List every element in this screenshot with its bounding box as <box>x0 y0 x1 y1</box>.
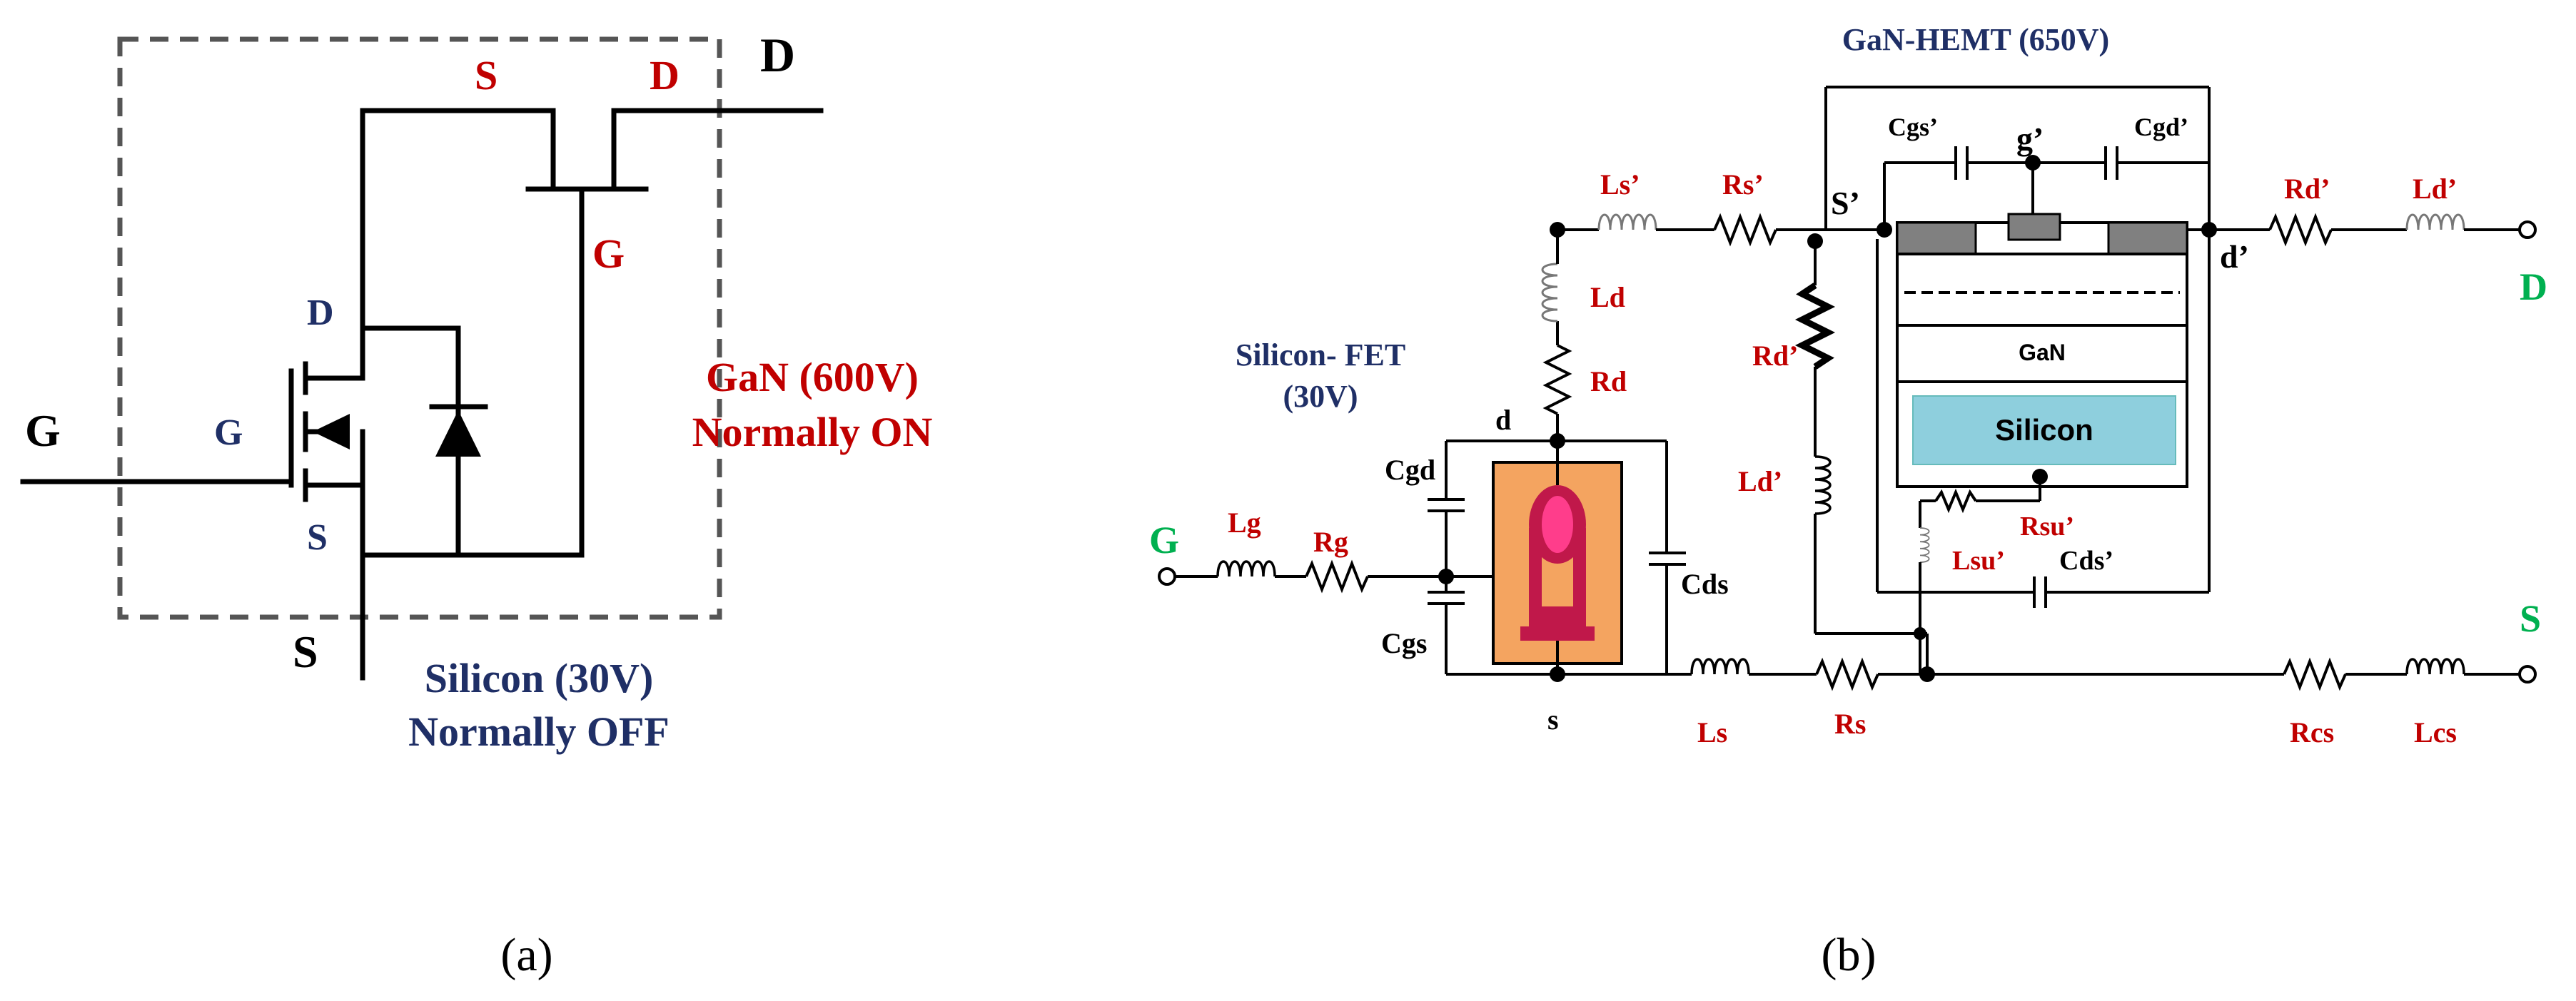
package-boundary <box>117 36 722 620</box>
inductor-lsu-prime <box>1919 527 1930 563</box>
cgd-prime-label: Cgd’ <box>2134 113 2188 141</box>
resistor-rg <box>1305 559 1369 594</box>
terminal-d-label: D <box>760 28 795 82</box>
resistor-rs-prime <box>1713 213 1777 247</box>
rs-prime-label: Rs’ <box>1722 168 1764 200</box>
ld-label: Ld <box>1590 281 1625 313</box>
panel-a-cascode-symbol: G D S S D G D G S GaN (600V) Normally ON… <box>20 28 933 981</box>
gan-gate-label: G <box>592 230 625 277</box>
inductor-lcs <box>2405 658 2465 676</box>
node-s-prime-label: S’ <box>1831 185 1860 221</box>
inductor-ls-prime <box>1597 213 1657 231</box>
ld-prime-vertical-label: Ld’ <box>1738 465 1782 497</box>
terminal-g-pin <box>1158 567 1176 586</box>
rs-label: Rs <box>1834 708 1866 740</box>
gan-source-label: S <box>475 52 497 98</box>
cgs-label: Cgs <box>1381 627 1427 659</box>
lsu-prime-label: Lsu’ <box>1952 546 2005 576</box>
si-drain-label: D <box>307 293 334 333</box>
resistor-rd-prime-vertical <box>1794 283 1836 370</box>
gan-layer-label: GaN <box>2019 340 2066 365</box>
node-s-label: s <box>1547 703 1559 736</box>
ld-prime-label: Ld’ <box>2413 173 2457 205</box>
caption-a: (a) <box>500 929 552 981</box>
si-source-label: S <box>307 517 328 558</box>
inductor-ld-prime <box>2405 213 2465 231</box>
resistor-rs <box>1815 657 1879 691</box>
lg-label: Lg <box>1228 507 1261 539</box>
fet-channel-core <box>1542 496 1573 553</box>
rsu-prime-label: Rsu’ <box>2020 512 2074 542</box>
node-g-prime-label: g’ <box>2016 121 2044 157</box>
rcs-label: Rcs <box>2290 716 2334 748</box>
gan-hemt-title: GaN-HEMT (650V) <box>1842 22 2109 57</box>
node-d-prime-label: d’ <box>2220 238 2249 275</box>
inductor-ld <box>1541 263 1559 322</box>
gan-mode-label: Normally ON <box>692 409 933 455</box>
terminal-s-label-b: S <box>2520 597 2541 640</box>
panel-b-equivalent-circuit: GaN-HEMT (650V) Silicon- FET (30V) G D S… <box>1149 22 2547 981</box>
caption-b: (b) <box>1822 929 1877 981</box>
si-rating-label: Silicon (30V) <box>425 655 654 701</box>
si-gate-label: G <box>214 412 243 453</box>
si-fet-title-line2: (30V) <box>1283 379 1358 414</box>
resistor-rsu-prime <box>1934 488 1977 514</box>
resistor-rcs <box>2283 657 2347 691</box>
rd-prime-vertical-label: Rd’ <box>1752 340 1798 372</box>
terminal-d-label-b: D <box>2520 265 2547 308</box>
silicon-substrate-layer <box>1912 395 2176 465</box>
si-mode-label: Normally OFF <box>408 708 670 755</box>
mosfet-arrow-icon <box>313 414 350 449</box>
ls-label: Ls <box>1697 716 1727 748</box>
cgs-prime-label: Cgs’ <box>1888 113 1938 141</box>
resistor-rd <box>1542 344 1572 415</box>
terminal-g-label: G <box>25 405 61 456</box>
si-fet-title-line1: Silicon- FET <box>1236 337 1405 372</box>
silicon-layer-label: Silicon <box>1995 413 2093 447</box>
inductor-ls <box>1690 658 1750 676</box>
body-diode-icon <box>435 410 481 457</box>
cds-label: Cds <box>1681 568 1729 600</box>
node-d-label: d <box>1495 404 1511 436</box>
resistor-rd-prime <box>2268 213 2333 247</box>
inductor-ld-prime-vertical <box>1814 455 1832 515</box>
rd-label: Rd <box>1590 365 1627 397</box>
terminal-d-pin <box>2518 220 2537 239</box>
cgd-label: Cgd <box>1385 454 1435 486</box>
gan-rating-label: GaN (600V) <box>706 354 919 400</box>
rd-prime-label: Rd’ <box>2284 173 2330 205</box>
terminal-g-label-b: G <box>1149 519 1179 562</box>
rg-label: Rg <box>1313 526 1348 558</box>
inductor-lg <box>1216 560 1276 578</box>
terminal-s-label: S <box>293 626 318 677</box>
ls-prime-label: Ls’ <box>1600 168 1640 200</box>
terminal-s-pin <box>2518 665 2537 684</box>
gan-drain-label: D <box>650 52 680 98</box>
cds-prime-label: Cds’ <box>2059 546 2113 576</box>
lcs-label: Lcs <box>2414 716 2457 748</box>
